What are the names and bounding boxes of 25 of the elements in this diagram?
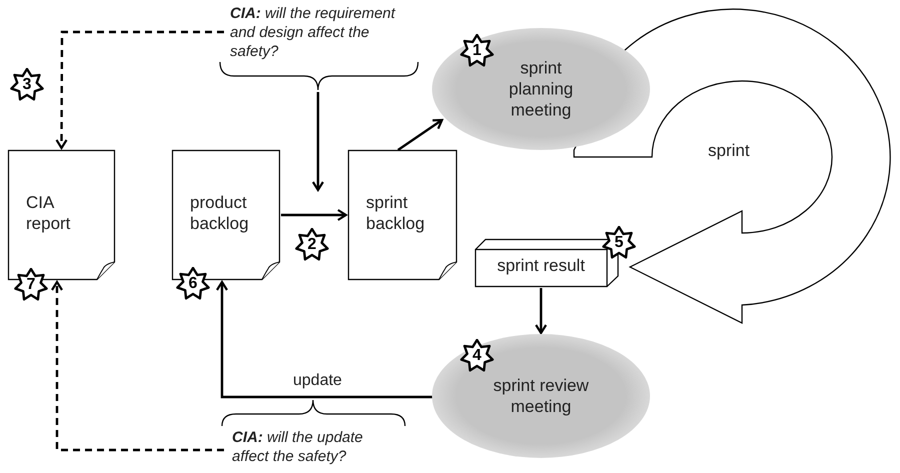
dashed-arrow [55, 30, 224, 150]
dashed-arrow [50, 280, 224, 452]
note-text: CIA: will the update affect the safety? [232, 428, 397, 466]
node-label: CIA report [26, 192, 72, 234]
callout-number: 5 [602, 226, 636, 260]
node-label: sprint review meeting [492, 375, 590, 417]
node-label: product backlog [190, 192, 250, 234]
document-shape [348, 150, 457, 280]
document-shape [8, 150, 115, 280]
callout-number: 3 [10, 68, 44, 102]
callout-number: 2 [295, 228, 329, 262]
arrow [216, 280, 433, 398]
callout-number: 1 [460, 34, 494, 68]
arrow [281, 208, 348, 222]
arrow [397, 118, 444, 151]
node-label: sprint backlog [366, 192, 426, 234]
callout-number: 7 [14, 268, 48, 302]
note-text: CIA: will the requirement and design affect the safety? [230, 4, 402, 61]
callout-number: 4 [460, 339, 494, 373]
arrow [312, 92, 324, 192]
callout-number: 6 [176, 267, 210, 301]
arrow [534, 288, 548, 334]
node-label: sprint result [496, 255, 586, 276]
node-label: sprint planning meeting [508, 58, 574, 120]
node-label: sprint [708, 140, 751, 161]
